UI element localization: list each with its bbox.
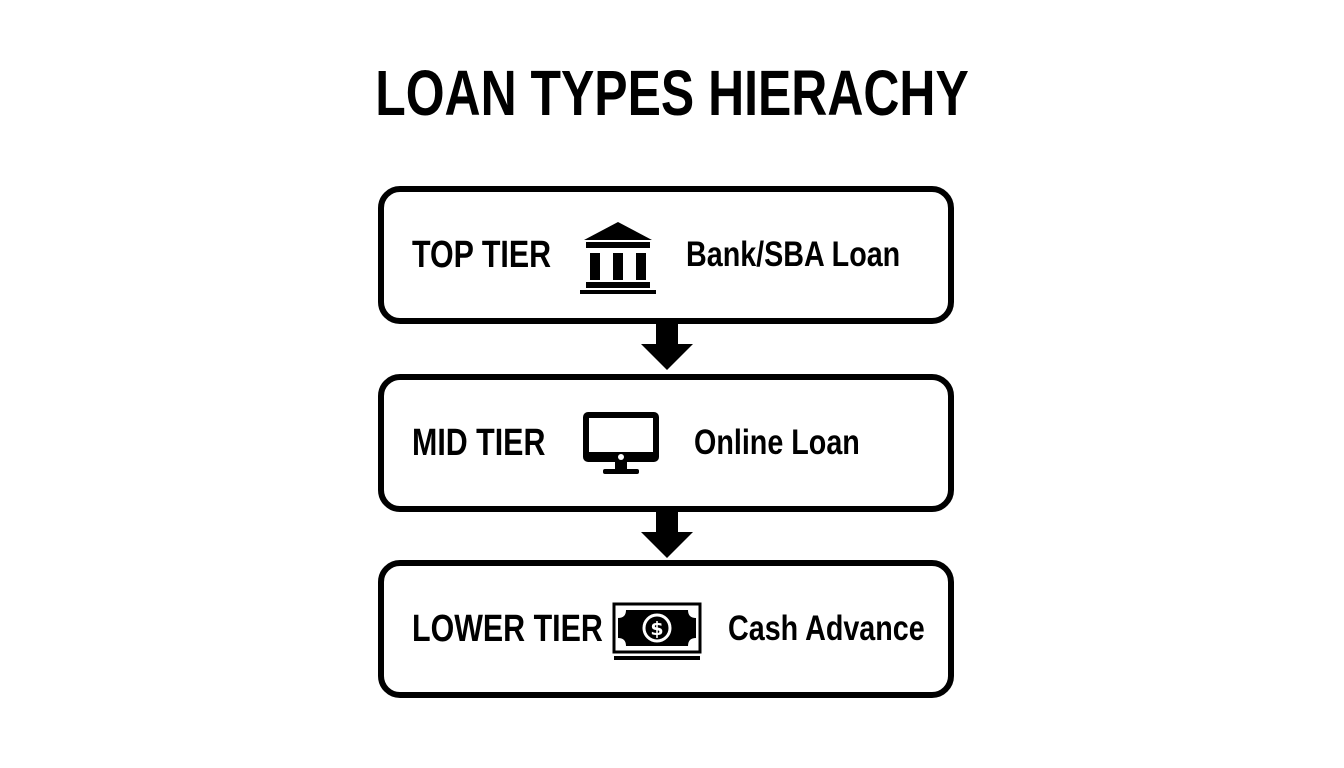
arrow-down-icon — [641, 322, 693, 377]
monitor-icon — [580, 408, 662, 483]
tier-name: Online Loan — [694, 423, 860, 462]
diagram-title: LOAN TYPES HIERACHY — [375, 57, 969, 129]
tier-box-mid: MID TIER Online Loan — [378, 374, 954, 512]
tier-label: TOP TIER — [412, 234, 552, 276]
bank-icon — [578, 218, 658, 299]
tier-box-lower: LOWER TIER $ Cash Advance — [378, 560, 954, 698]
cash-icon: $ — [612, 602, 702, 667]
arrow-down-icon — [641, 510, 693, 565]
tier-box-top: TOP TIER Bank/SBA Loan — [378, 186, 954, 324]
tier-name: Bank/SBA Loan — [686, 235, 901, 274]
svg-text:$: $ — [650, 618, 663, 640]
tier-label: MID TIER — [412, 422, 546, 464]
tier-label: LOWER TIER — [412, 608, 603, 650]
tier-name: Cash Advance — [728, 609, 925, 648]
